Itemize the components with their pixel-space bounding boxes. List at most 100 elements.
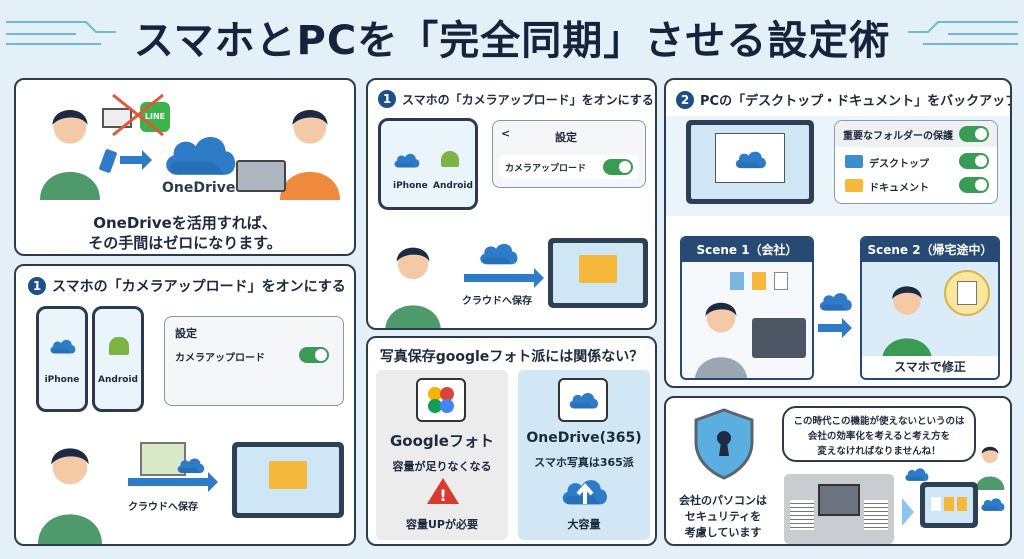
camera-upload-toggle[interactable]: [299, 347, 329, 363]
capacity-upgrade-text: 容量UPが必要: [406, 518, 478, 531]
step2-heading-text: PCの「デスクトップ・ドキュメント」をバックアップ: [700, 94, 1012, 109]
intro-panel: LINE OneDrive OneDriveを活用すれば、 その手間はゼロになり…: [14, 78, 356, 256]
android-icon: [441, 151, 459, 167]
folder-icon: [579, 255, 617, 283]
android-mockup: Android: [92, 306, 144, 412]
step2-panel: 2 PCの「デスクトップ・ドキュメント」をバックアップ 重要なフォルダーの保護 デ…: [664, 78, 1012, 388]
onedrive-column: OneDrive(365) スマホ写真は365派 大容量: [518, 370, 650, 540]
security-panel: 会社のパソコンは セキュリティを 考慮しています この時代この機能が使えないとい…: [664, 396, 1012, 546]
desktop-label: デスクトップ: [869, 159, 929, 170]
documents-label: ドキュメント: [869, 183, 929, 194]
step1-left-panel: 1 スマホの「カメラアップロード」をオンにする iPhone Android 設定…: [14, 264, 356, 546]
back-button[interactable]: <: [501, 127, 511, 140]
onedrive-icon: [49, 337, 77, 355]
settings-title: 設定: [175, 327, 197, 340]
step2-heading: 2 PCの「デスクトップ・ドキュメント」をバックアップ: [676, 90, 1012, 109]
man-with-phone-illustration: [30, 100, 110, 200]
arrow-right-icon: [120, 150, 152, 170]
google-photos-icon: [416, 378, 466, 422]
pc-monitor: [686, 120, 814, 204]
google-photos-label: Googleフォト: [390, 432, 494, 450]
comparison-heading: 写真保存googleフォト派には関係ない？: [379, 349, 644, 365]
security-caption-line2: セキュリティを: [684, 510, 762, 523]
step-number-badge: 2: [676, 90, 694, 109]
commuter-with-phone-illustration: [872, 278, 942, 362]
desktop-monitor-icon: [752, 318, 806, 358]
mail-icon: [102, 108, 132, 128]
file-icon: [774, 272, 788, 290]
step1-left-heading-text: スマホの「カメラアップロード」をオンにする: [52, 279, 346, 295]
monitor-with-folder: [232, 442, 344, 518]
step1-left-heading: 1 スマホの「カメラアップロード」をオンにする: [28, 276, 346, 296]
cross-out-icon: [112, 93, 164, 137]
documents-toggle[interactable]: [959, 177, 989, 193]
settings-popup: < 設定 カメラアップロード: [492, 120, 646, 188]
large-capacity-text: 大容量: [567, 518, 601, 531]
google-photos-column: Googleフォト 容量が足りなくなる ! 容量UPが必要: [376, 370, 508, 540]
onedrive-logo-label: OneDrive: [162, 180, 236, 196]
folder-protection-title: 重要なフォルダーの保護: [843, 131, 953, 142]
iphone-mockup: iPhone: [36, 306, 88, 412]
page-title: スマホとPCを「完全同期」させる設定術: [133, 18, 891, 64]
security-caption-line3: 考慮しています: [684, 526, 762, 539]
onedrive-cloud-icon: [162, 130, 240, 178]
folder-protection-popup: 重要なフォルダーの保護 デスクトップ ドキュメント: [834, 120, 998, 204]
onedrive-app-icon: [558, 378, 608, 422]
scene2-header: Scene 2（帰宅途中）: [862, 238, 998, 262]
cloud-icon: [176, 456, 206, 474]
camera-upload-label: カメラアップロード: [175, 353, 265, 364]
save-to-cloud-label: クラウドへ保存: [128, 502, 198, 513]
step1-mid-heading-text: スマホの「カメラアップロード」をオンにする: [402, 92, 654, 107]
arrow-right-icon: [902, 498, 914, 526]
line-icon: LINE: [140, 102, 170, 132]
android-icon: [109, 337, 129, 355]
cloud-icon: [478, 240, 520, 266]
onedrive-365-label: OneDrive(365): [526, 430, 642, 446]
smartphone-photos-365-text: スマホ写真は365派: [534, 456, 634, 469]
desktop-toggle[interactable]: [959, 153, 989, 169]
camera-upload-toggle[interactable]: [603, 159, 633, 175]
circuit-decoration-right: [908, 21, 1018, 45]
scene2-card: Scene 2（帰宅途中） スマホで修正: [860, 236, 1000, 380]
file-icon: [752, 272, 766, 290]
monitor-with-folder: [548, 238, 648, 308]
step1-mid-heading: 1 スマホの「カメラアップロード」をオンにする: [378, 90, 654, 108]
circuit-decoration-left: [6, 21, 116, 45]
arrow-right-icon: [464, 268, 544, 288]
onedrive-icon: [393, 151, 421, 169]
folder-icon: [269, 461, 307, 489]
intro-caption-line1: OneDriveを活用すれば、: [93, 214, 277, 232]
documents-folder-icon: [845, 179, 863, 192]
man-taking-photo-illustration: [378, 238, 448, 330]
cloud-icon: [980, 496, 1006, 512]
man-taking-photo-illustration: [30, 436, 110, 546]
warning-icon: !: [427, 478, 459, 505]
speech-line1: この時代この機能が使えないというのは: [793, 416, 965, 427]
step-number-badge: 1: [378, 90, 396, 108]
iphone-label: iPhone: [393, 181, 428, 191]
paper-pile-office-illustration: [784, 474, 894, 544]
document-bubble-icon: [944, 270, 990, 316]
arrow-right-icon: [128, 472, 218, 492]
android-label: Android: [98, 375, 138, 385]
desktop-folder-icon: [845, 155, 863, 168]
phone-mockup: iPhone Android: [378, 118, 478, 210]
security-shield-icon: [694, 408, 754, 480]
settings-popup: 設定 カメラアップロード: [164, 316, 344, 406]
svg-text:!: !: [439, 486, 446, 505]
folder-protection-toggle[interactable]: [959, 126, 989, 142]
iphone-label: iPhone: [44, 375, 80, 385]
step-number-badge: 1: [28, 277, 46, 295]
cloud-icon: [904, 466, 930, 482]
android-label: Android: [433, 181, 473, 191]
capacity-short-text: 容量が足りなくなる: [392, 460, 492, 473]
file-icon: [730, 272, 744, 290]
cloud-icon: [734, 148, 768, 170]
camera-upload-label: カメラアップロード: [505, 164, 587, 174]
speech-line2: 会社の効率化を考えると考え方を: [807, 431, 951, 442]
office-worker-illustration: [686, 294, 756, 380]
synced-monitor: [920, 482, 978, 528]
step1-mid-panel: 1 スマホの「カメラアップロード」をオンにする iPhone Android < …: [366, 78, 657, 330]
save-to-cloud-label: クラウドへ保存: [462, 296, 532, 307]
arrow-right-icon: [818, 318, 852, 338]
